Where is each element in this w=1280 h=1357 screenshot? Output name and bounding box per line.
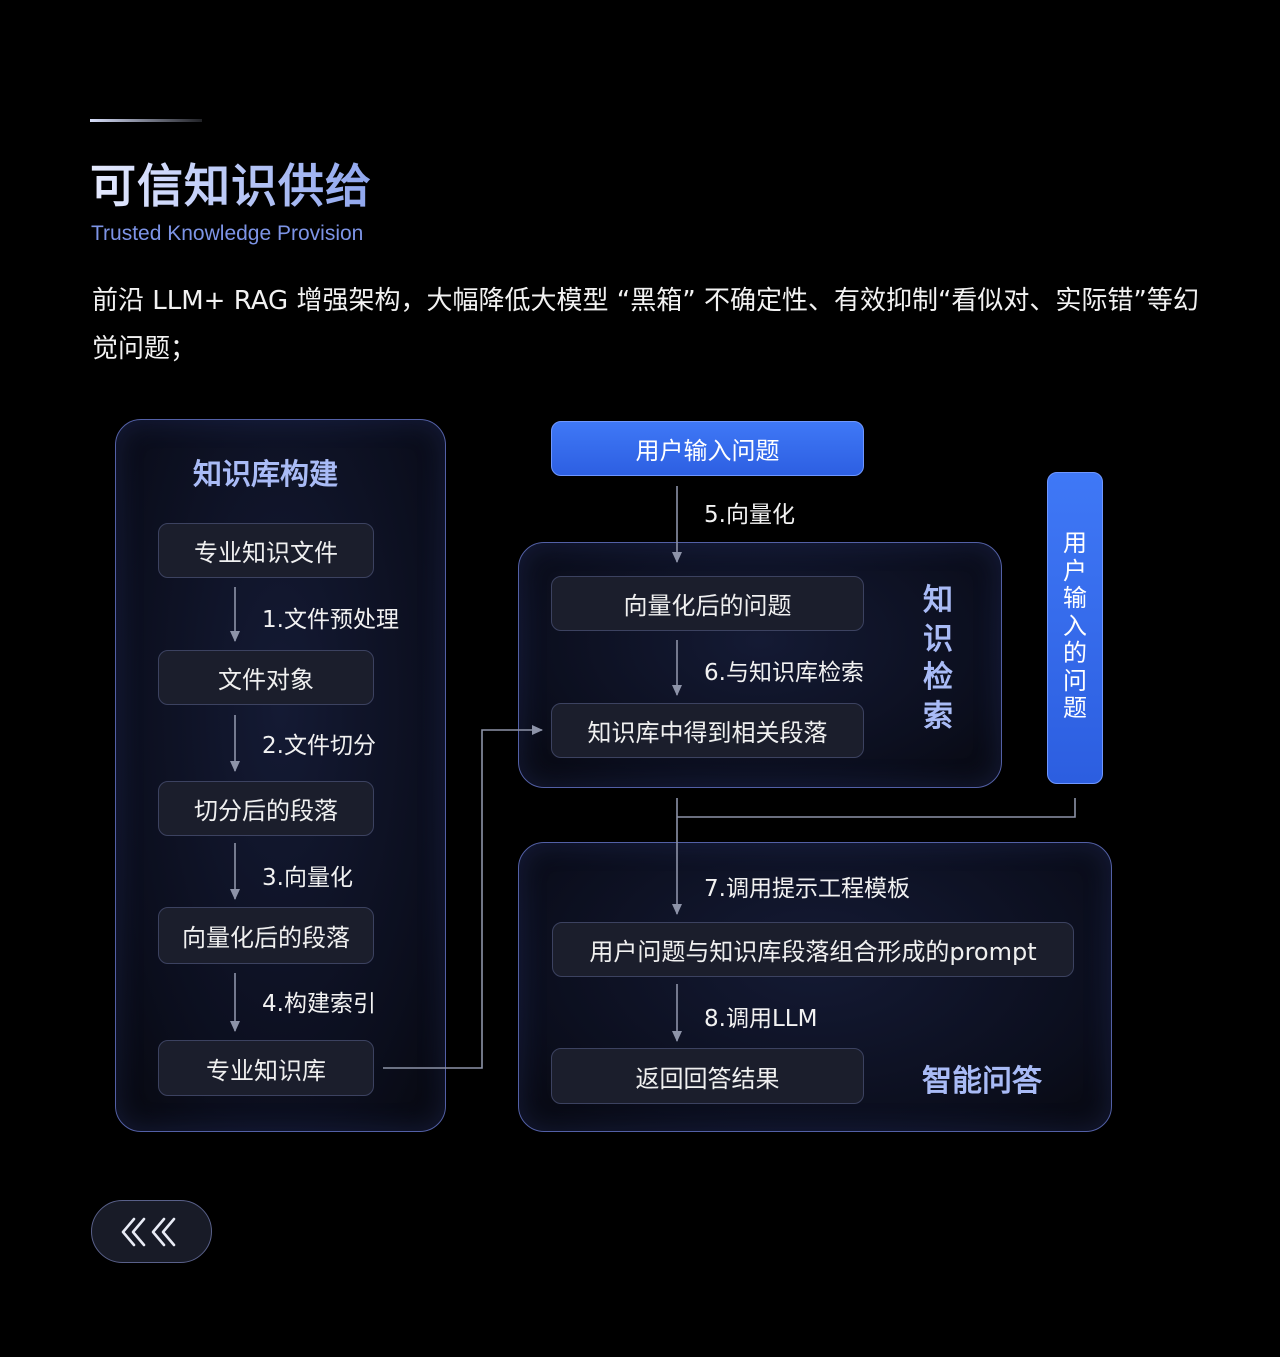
retrieval-title-char: 识: [923, 621, 953, 657]
page-title: 可信知识供给: [90, 154, 372, 218]
node-file-objects: 文件对象: [158, 650, 374, 705]
side-label-char: 问: [1063, 666, 1087, 695]
node-split-paragraphs: 切分后的段落: [158, 781, 374, 836]
retrieval-title-char: 知: [923, 583, 953, 618]
double-chevron-left-icon: [121, 1217, 175, 1246]
step-2-file-split: 2.文件切分: [262, 733, 376, 759]
step-3-vectorize: 3.向量化: [262, 865, 353, 891]
step-5-vectorize: 5.向量化: [704, 502, 795, 528]
node-user-input-question: 用户输入问题: [551, 421, 864, 476]
step-1-file-preprocess: 1.文件预处理: [262, 607, 399, 633]
node-related-paragraphs: 知识库中得到相关段落: [551, 703, 864, 758]
node-combined-prompt: 用户问题与知识库段落组合形成的prompt: [552, 922, 1074, 977]
page-subtitle: Trusted Knowledge Provision: [91, 222, 364, 245]
step-7-prompt-template: 7.调用提示工程模板: [704, 876, 910, 902]
retrieval-title-char: 索: [923, 698, 953, 734]
side-label-char: 的: [1063, 639, 1087, 667]
node-professional-files: 专业知识文件: [158, 523, 374, 578]
retrieval-title-char: 检: [923, 660, 953, 695]
page-description: 前沿 LLM+ RAG 增强架构，大幅降低大模型 “黑箱” 不确定性、有效抑制“…: [92, 286, 1199, 364]
node-vectorized-paragraphs: 向量化后的段落: [158, 907, 374, 964]
accent-line: [90, 119, 202, 122]
side-label-char: 输: [1063, 584, 1087, 612]
node-vectorized-question: 向量化后的问题: [551, 576, 864, 631]
side-user-question-box: [1047, 472, 1103, 784]
node-professional-knowledge-base: 专业知识库: [158, 1040, 374, 1096]
back-button[interactable]: [91, 1200, 212, 1263]
knowledge-build-title: 知识库构建: [193, 457, 339, 491]
knowledge-retrieval-title: 知 识 检 索: [908, 582, 968, 736]
side-label-char: 入: [1063, 611, 1087, 640]
node-answer-result: 返回回答结果: [551, 1048, 864, 1104]
side-label-char: 户: [1063, 556, 1087, 585]
side-label-char: 题: [1063, 694, 1087, 722]
side-label-char: 用: [1063, 529, 1087, 557]
side-user-question-label: 用 户 输 入 的 问 题: [1047, 529, 1103, 723]
smart-qa-title: 智能问答: [922, 1064, 1042, 1099]
step-6-retrieve: 6.与知识库检索: [704, 660, 864, 686]
step-8-call-llm: 8.调用LLM: [704, 1006, 818, 1032]
step-4-build-index: 4.构建索引: [262, 991, 376, 1017]
